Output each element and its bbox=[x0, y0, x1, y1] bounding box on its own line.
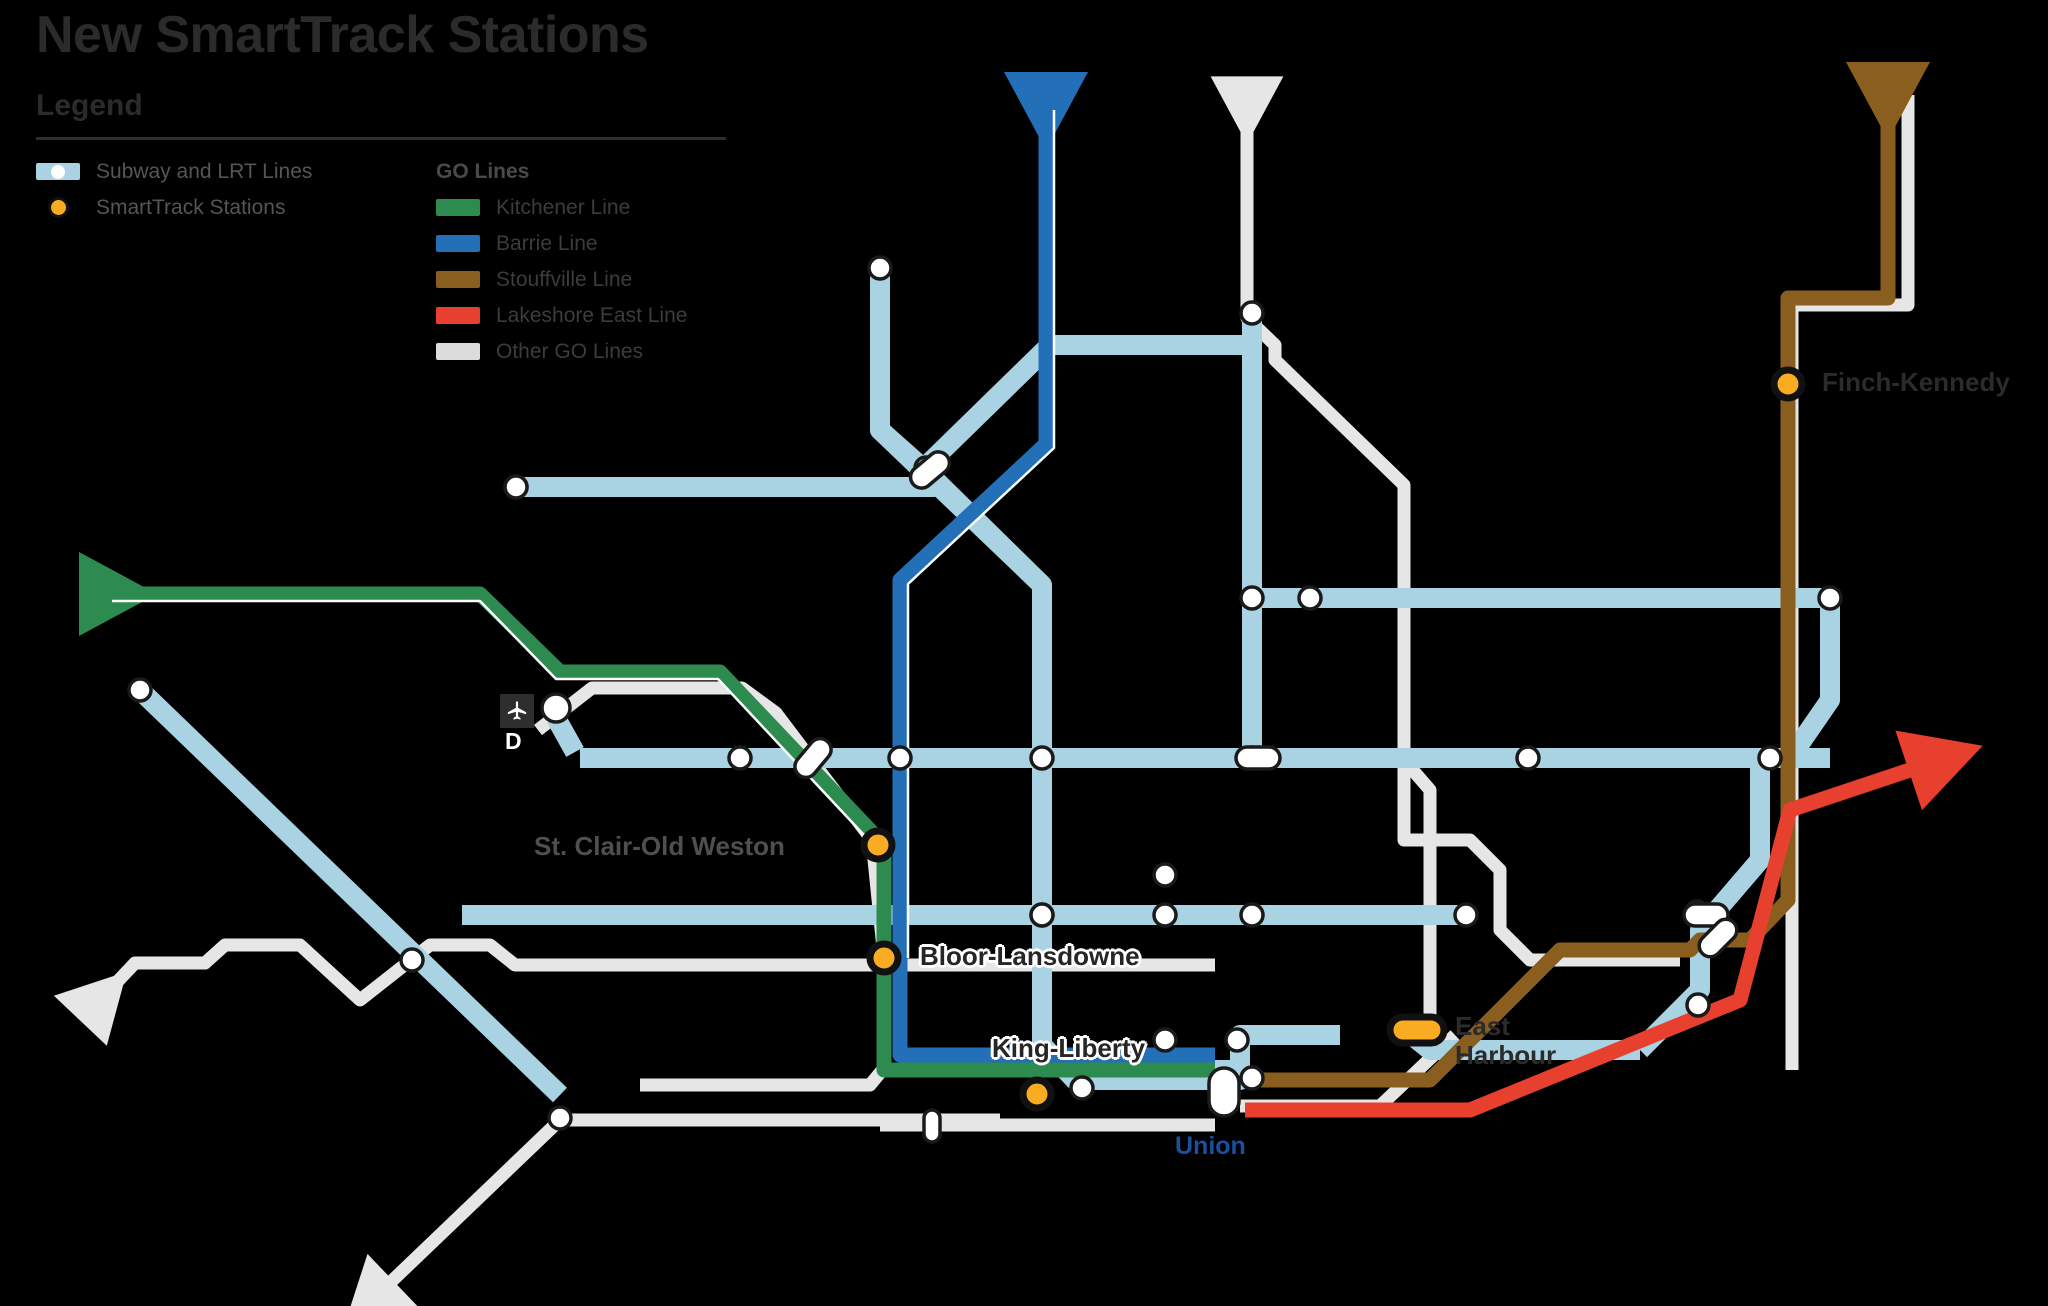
interchange-pill bbox=[1207, 1066, 1241, 1118]
station-label-king-liberty: King-Liberty bbox=[992, 1033, 1146, 1063]
go-line-central-white bbox=[1397, 760, 1680, 967]
interchange-dot bbox=[540, 692, 572, 724]
legend-item-stouffville: Stouffville Line bbox=[436, 262, 766, 298]
legend-item-lakeshore-east: Lakeshore East Line bbox=[436, 298, 766, 334]
legend-item-other-go: Other GO Lines bbox=[436, 334, 766, 370]
kitchener-line-group bbox=[79, 552, 1215, 1078]
interchange-dot bbox=[1239, 300, 1265, 326]
station-label-finch-kennedy: Finch-Kennedy bbox=[1822, 367, 2010, 397]
other-go-lines-swatch-icon bbox=[436, 343, 480, 361]
interchange-dot bbox=[1224, 1027, 1250, 1053]
barrie-line-swatch-icon bbox=[436, 235, 480, 253]
subway-east-leg bbox=[1632, 758, 1770, 1058]
interchange-pill bbox=[793, 736, 833, 780]
interchange-dot bbox=[1817, 585, 1843, 611]
smarttrack-station-marker[interactable] bbox=[1770, 366, 1806, 402]
interchange-pill bbox=[922, 1108, 942, 1144]
subway-southwest-lrt bbox=[133, 682, 567, 1103]
smarttrack-station-marker[interactable] bbox=[866, 940, 902, 976]
smarttrack-station-markers bbox=[860, 366, 1806, 1112]
header: New SmartTrack Stations Legend Subway an… bbox=[36, 8, 776, 370]
subway-airport-spur bbox=[547, 713, 584, 757]
interchange-dots-group bbox=[127, 255, 1843, 1144]
interchange-dot bbox=[1069, 1075, 1095, 1101]
barrie-line-white-edge bbox=[906, 110, 1056, 958]
station-label-east-harbour-line1: East bbox=[1455, 1011, 1510, 1041]
legend-item-smarttrack-stations: SmartTrack Stations bbox=[36, 190, 436, 226]
legend-label-barrie: Barrie Line bbox=[496, 231, 598, 255]
lakeshore-east-line bbox=[1245, 730, 1983, 1118]
lakeshore-east-line-swatch-icon bbox=[436, 307, 480, 325]
interchange-dot bbox=[1239, 1065, 1265, 1091]
airplane-icon bbox=[500, 694, 534, 728]
interchange-dot bbox=[867, 255, 893, 281]
stouffville-line-swatch-icon bbox=[436, 271, 480, 289]
subway-scarborough-extension bbox=[1781, 598, 1840, 764]
legend-divider bbox=[36, 136, 726, 140]
legend-label-smarttrack-stations: SmartTrack Stations bbox=[96, 195, 286, 219]
interchange-dot bbox=[1239, 902, 1265, 928]
interchange-dot bbox=[727, 745, 753, 771]
kitchener-line bbox=[79, 552, 1215, 1078]
legend-column-left: Subway and LRT Lines SmartTrack Stations bbox=[36, 154, 436, 370]
legend-label-kitchener: Kitchener Line bbox=[496, 195, 631, 219]
kitchener-line-swatch-icon bbox=[436, 199, 480, 217]
interchange-dot bbox=[1029, 902, 1055, 928]
legend-label-stouffville: Stouffville Line bbox=[496, 267, 633, 291]
smarttrack-station-marker[interactable] bbox=[1019, 1076, 1055, 1112]
legend: Subway and LRT Lines SmartTrack Stations… bbox=[36, 154, 776, 370]
smarttrack-station-marker-pill[interactable] bbox=[1386, 1013, 1448, 1047]
smarttrack-station-marker[interactable] bbox=[860, 827, 896, 863]
interchange-dot bbox=[887, 745, 913, 771]
station-label-east-harbour-line2: Harbour bbox=[1455, 1040, 1557, 1071]
interchange-dot bbox=[1152, 902, 1178, 928]
subway-line1-upper-west bbox=[870, 268, 1049, 593]
station-label-east-harbour: East Harbour bbox=[1455, 1011, 1557, 1071]
interchange-dot bbox=[1239, 585, 1265, 611]
legend-label-lakeshore-east: Lakeshore East Line bbox=[496, 303, 688, 327]
interchange-dot bbox=[1029, 745, 1055, 771]
legend-heading-go-lines: GO Lines bbox=[436, 159, 530, 183]
page-title: New SmartTrack Stations bbox=[36, 6, 649, 64]
legend-label-subway-lrt: Subway and LRT Lines bbox=[96, 159, 313, 183]
station-label-st-clair-old-weston: St. Clair-Old Weston bbox=[534, 831, 785, 861]
legend-title: Legend bbox=[36, 88, 143, 122]
station-label-bloor-lansdowne: Bloor-Lansdowne bbox=[920, 941, 1140, 971]
go-line-southwest-white bbox=[343, 1115, 565, 1306]
legend-item-barrie: Barrie Line bbox=[436, 226, 766, 262]
interchange-pill bbox=[1682, 902, 1730, 928]
legend-column-right: GO Lines Kitchener Line Barrie Line Stou… bbox=[436, 154, 766, 370]
interchange-dot bbox=[503, 474, 529, 500]
interchange-dot bbox=[1152, 1027, 1178, 1053]
legend-item-subway-lrt: Subway and LRT Lines bbox=[36, 154, 436, 190]
station-label-union: Union bbox=[1175, 1132, 1246, 1160]
interchange-dot bbox=[547, 1105, 573, 1131]
legend-item-kitchener: Kitchener Line bbox=[436, 190, 766, 226]
interchange-dot bbox=[1515, 745, 1541, 771]
lakeshore-east-line-group bbox=[1245, 730, 1983, 1118]
smarttrack-station-swatch-icon bbox=[36, 197, 80, 219]
kitchener-line-white-edge bbox=[112, 599, 879, 851]
interchange-dot bbox=[1152, 862, 1178, 888]
legend-label-other-go: Other GO Lines bbox=[496, 339, 644, 363]
interchange-pill bbox=[1697, 917, 1739, 959]
interchange-pill bbox=[908, 450, 952, 490]
interchange-dot bbox=[399, 947, 425, 973]
subway-line-swatch-icon bbox=[36, 163, 80, 181]
interchange-dot bbox=[127, 677, 153, 703]
airport-terminal-letter: D bbox=[505, 728, 522, 754]
interchange-dot bbox=[1453, 902, 1479, 928]
go-line-lakeshore-west bbox=[53, 938, 600, 1046]
interchange-pill bbox=[1234, 745, 1282, 771]
interchange-dot bbox=[1685, 992, 1711, 1018]
interchange-dot bbox=[1297, 585, 1323, 611]
interchange-dot bbox=[1757, 745, 1783, 771]
